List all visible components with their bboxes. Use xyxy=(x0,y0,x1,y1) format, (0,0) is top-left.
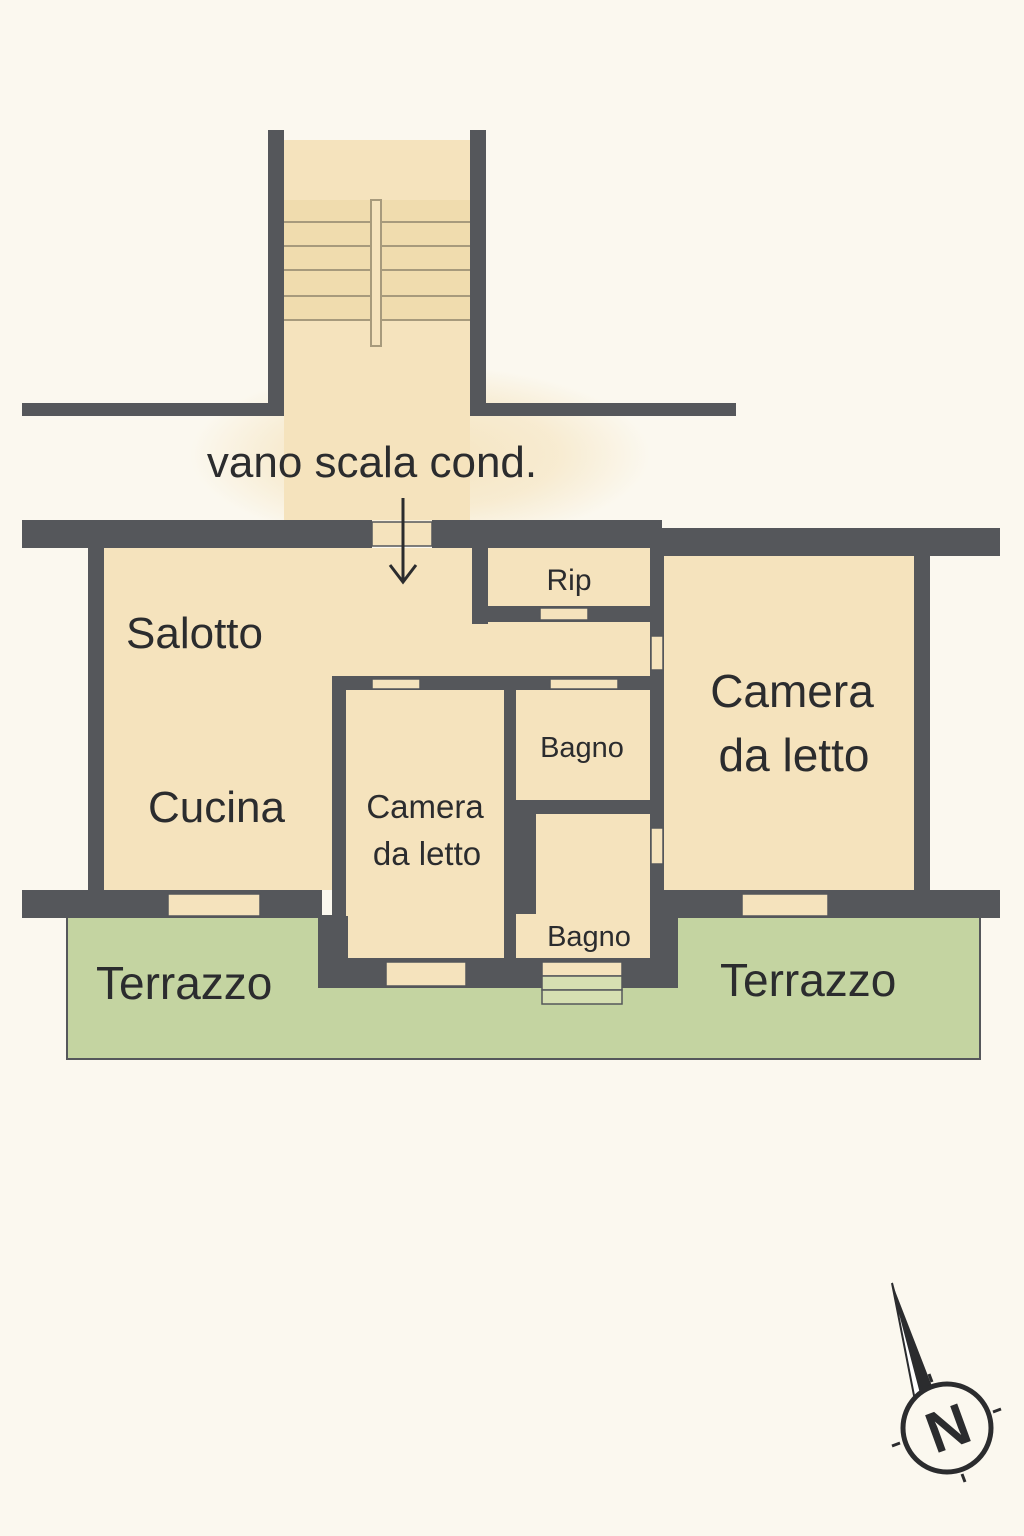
wall-bedroom-small-right xyxy=(504,690,516,958)
landing-wall-right xyxy=(470,403,736,416)
door-bedroom-small xyxy=(371,678,421,690)
wall-right xyxy=(914,556,930,890)
entrance-arrow xyxy=(388,498,418,585)
room-label-cucina: Cucina xyxy=(148,783,285,832)
stairwell-label: vano scala cond. xyxy=(207,438,537,487)
rip-floor xyxy=(488,548,650,606)
wall-top-mid xyxy=(432,520,662,548)
kitchen-window xyxy=(167,893,261,917)
stairwell xyxy=(22,130,736,545)
room-label-bedroom-small-line2: da letto xyxy=(373,835,481,872)
bedroom-small-floor xyxy=(346,690,504,958)
apartment xyxy=(22,520,1000,1005)
room-label-bedroom-small-line1: Camera xyxy=(366,788,484,825)
stair-wall-right xyxy=(470,130,486,415)
room-label-bedroom-large-line2: da letto xyxy=(719,729,870,781)
bedroom-large-window xyxy=(741,893,829,917)
door-rip xyxy=(539,607,589,621)
door-bathroom-lower xyxy=(650,827,664,865)
room-label-rip: Rip xyxy=(546,564,591,597)
room-label-bathroom-upper: Bagno xyxy=(540,732,624,764)
bathroom-lower-floor-top xyxy=(536,814,650,914)
north-compass-icon: N xyxy=(891,1282,1002,1483)
wall-bath-lower-left xyxy=(516,814,536,914)
bathroom-upper-floor xyxy=(516,690,650,800)
wall-bottom-right xyxy=(664,890,1000,918)
stair-railing xyxy=(370,199,382,347)
compass-ring xyxy=(900,1381,994,1475)
wall-protrusion-bottom xyxy=(318,958,678,988)
door-bedroom-large xyxy=(650,635,664,671)
terrace-label-right: Terrazzo xyxy=(720,954,896,1006)
room-label-bathroom-lower: Bagno xyxy=(547,921,631,953)
wall-rip-left xyxy=(472,536,488,624)
wall-bath-divider xyxy=(516,800,650,814)
bathroom-steps xyxy=(541,961,623,1005)
wall-top-left xyxy=(22,520,372,548)
room-label-bedroom-large-line1: Camera xyxy=(710,665,874,717)
stair-wall-left xyxy=(268,130,284,415)
wall-left xyxy=(88,548,104,890)
room-label-salotto: Salotto xyxy=(126,609,263,658)
wall-bedroom-small-left xyxy=(332,676,346,958)
bedroom-small-window xyxy=(385,961,467,987)
bedroom-large-floor xyxy=(664,556,914,890)
wall-central-right xyxy=(650,676,664,958)
terrace-label-left: Terrazzo xyxy=(96,957,272,1009)
wall-top-right xyxy=(660,528,1000,556)
landing-wall-left xyxy=(22,403,284,416)
door-bathroom-upper xyxy=(549,678,619,690)
bathroom-lower-floor-bottom xyxy=(516,914,650,958)
